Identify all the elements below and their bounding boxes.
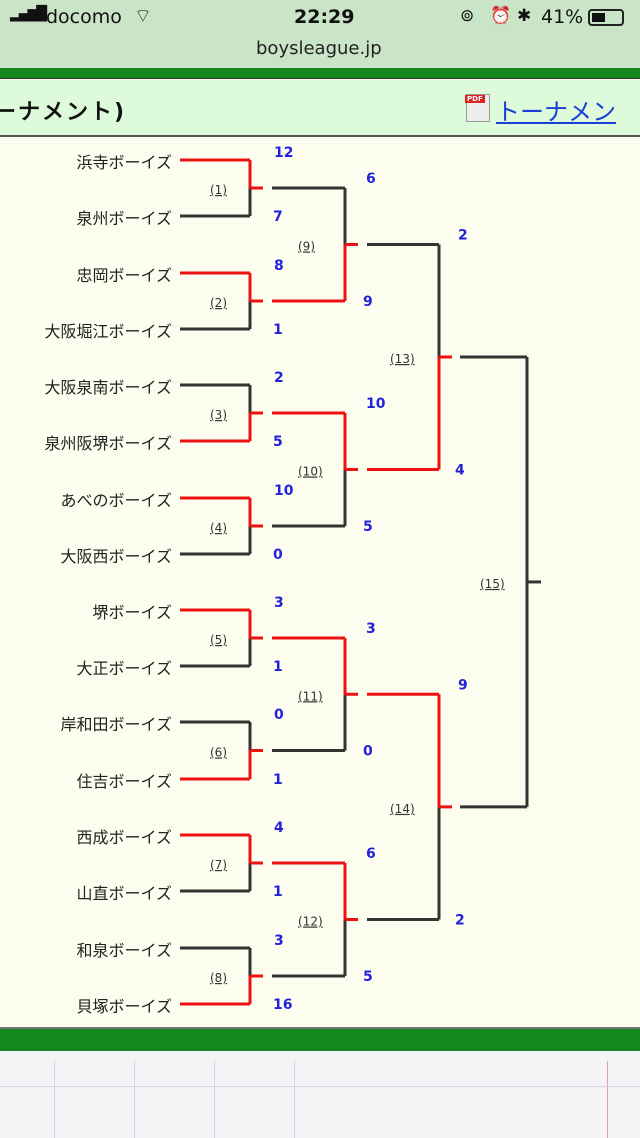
- team-name: 大正ボーイズ: [76, 659, 172, 678]
- score: 8: [274, 258, 284, 274]
- carrier: docomo: [46, 6, 122, 28]
- score: 10: [366, 396, 386, 412]
- top-green-bar: [0, 68, 640, 79]
- score: 1: [273, 659, 283, 675]
- team-name: 忠岡ボーイズ: [76, 266, 172, 285]
- score: 9: [458, 677, 468, 693]
- match-number-link[interactable]: (15): [480, 577, 505, 591]
- rotation-lock-icon: ⊚: [460, 6, 475, 26]
- team-name: 西成ボーイズ: [76, 828, 172, 847]
- team-name: 住吉ボーイズ: [76, 772, 172, 791]
- score: 0: [363, 744, 373, 760]
- score: 0: [273, 547, 283, 563]
- score: 9: [363, 294, 373, 310]
- match-number-link[interactable]: (11): [298, 689, 323, 703]
- bottom-green-bar: [0, 1027, 640, 1051]
- match-number-link[interactable]: (2): [210, 296, 227, 310]
- match-number-link[interactable]: (8): [210, 971, 227, 985]
- score: 4: [274, 820, 284, 836]
- team-name: 大阪西ボーイズ: [60, 547, 172, 566]
- team-name: 堺ボーイズ: [92, 603, 172, 622]
- clock: 22:29: [294, 6, 355, 28]
- match-number-link[interactable]: (3): [210, 408, 227, 422]
- score: 16: [273, 997, 292, 1013]
- match-number-link[interactable]: (13): [390, 352, 415, 366]
- score: 3: [274, 595, 284, 611]
- score: 7: [273, 209, 283, 225]
- team-name: 和泉ボーイズ: [76, 941, 172, 960]
- score: 0: [274, 707, 284, 723]
- page-header: ーナメント) PDF トーナメン: [0, 80, 640, 137]
- match-number-link[interactable]: (4): [210, 521, 227, 535]
- score: 4: [455, 463, 465, 479]
- score: 1: [273, 772, 283, 788]
- wifi-icon: ⌔: [134, 5, 152, 27]
- status-bar: ▂▄▆█ docomo ⌔ 22:29 ⊚ ⏰ ✱ 41% boysleague…: [0, 0, 640, 68]
- score: 10: [274, 483, 294, 499]
- match-number-link[interactable]: (12): [298, 915, 323, 929]
- match-number-link[interactable]: (10): [298, 465, 323, 479]
- score: 1: [273, 884, 283, 900]
- score: 12: [274, 145, 293, 161]
- page-title: ーナメント): [0, 100, 127, 125]
- team-name: 浜寺ボーイズ: [76, 153, 172, 172]
- url-label[interactable]: boysleague.jp: [256, 38, 382, 59]
- team-name: 山直ボーイズ: [76, 884, 172, 903]
- bluetooth-icon: ✱: [517, 6, 532, 26]
- score: 2: [455, 913, 465, 929]
- score: 2: [274, 370, 284, 386]
- match-number-link[interactable]: (7): [210, 858, 227, 872]
- team-name: 大阪泉南ボーイズ: [44, 378, 172, 397]
- match-number-link[interactable]: (6): [210, 746, 227, 760]
- match-number-link[interactable]: (5): [210, 633, 227, 647]
- tournament-bracket: (1) 12 7 (2) 8 1 (3) 2 5 (4) 10 0 (5) 3 1 (6) 0 1 (7) 4 1 (8)…: [180, 145, 541, 1013]
- score: 3: [366, 621, 376, 637]
- battery-percent: 41%: [541, 6, 584, 28]
- score: 1: [273, 322, 283, 338]
- score: 3: [274, 933, 284, 949]
- team-name: 岸和田ボーイズ: [60, 715, 172, 734]
- score: 5: [273, 434, 283, 450]
- battery-icon: [588, 9, 624, 26]
- score: 6: [366, 171, 376, 187]
- grid-area: [0, 1051, 640, 1138]
- score: 5: [363, 519, 373, 535]
- team-name: 泉州阪堺ボーイズ: [44, 434, 172, 453]
- pdf-tournament-link[interactable]: トーナメン: [496, 98, 616, 126]
- match-number-link[interactable]: (9): [298, 240, 315, 254]
- alarm-icon: ⏰: [490, 6, 512, 26]
- match-number-link[interactable]: (1): [210, 183, 227, 197]
- score: 6: [366, 846, 376, 862]
- pdf-icon[interactable]: PDF: [465, 94, 490, 122]
- team-name: 貝塚ボーイズ: [76, 997, 172, 1016]
- match-number-link[interactable]: (14): [390, 802, 415, 816]
- team-name: 泉州ボーイズ: [76, 209, 172, 228]
- team-name: 大阪堀江ボーイズ: [44, 322, 172, 341]
- score: 2: [458, 228, 468, 244]
- team-name: あべのボーイズ: [60, 491, 172, 510]
- score: 5: [363, 969, 373, 985]
- signal-icon: ▂▄▆█: [10, 6, 47, 22]
